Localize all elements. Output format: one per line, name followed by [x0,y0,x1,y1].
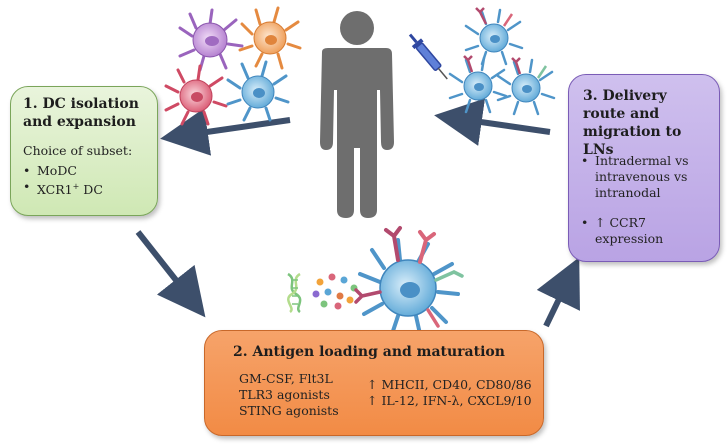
list-item: TLR3 agonists [239,387,330,402]
list-item-text: XCR1 [37,182,73,198]
step-antigen-title: 2. Antigen loading and maturation [233,344,505,360]
arrow-isolation-to-antigen [135,230,206,318]
dendritic-cell-icon-upper-right-1 [464,7,524,66]
superscript: + [72,182,80,191]
list-item: Intradermal vs intravenous vs intranodal [579,153,711,201]
stimuli-list: GM-CSF, Flt3L TLR3 agonists STING agonis… [239,371,351,419]
list-item: ↑ MHCII, CD40, CD80/86 [367,377,532,392]
step-delivery-list: Intradermal vs intravenous vs intranodal… [579,153,711,247]
arrow-delivery-to-person [434,98,551,146]
dendritic-cell-icon-upper-right-2 [448,55,508,114]
list-item: ↑ CCR7 expression [579,215,711,247]
mature-dendritic-cell-icon [354,226,464,336]
list-item: XCR1+ DC [21,179,103,198]
list-item-text: MoDC [37,163,77,178]
step-isolation-list: MoDC XCR1+ DC [21,163,103,198]
list-item: GM-CSF, Flt3L [239,371,333,386]
outcomes-list: ↑ MHCII, CD40, CD80/86 ↑ IL-12, IFN-λ, C… [367,377,541,409]
dna-helix-icon [287,272,302,314]
dendritic-cell-icon-orange [238,6,302,70]
dendritic-cell-icon-upper-right-3 [496,57,556,116]
antigen-particles-icon [312,273,358,310]
arrow-person-to-isolation [160,108,291,156]
step-antigen-box: 2. Antigen loading and maturation GM-CSF… [204,330,544,436]
list-item: STING agonists [239,403,339,418]
arrow-antigen-to-delivery [536,257,580,328]
dendritic-cell-icon-purple [178,8,244,72]
dendritic-cell-icon-red [164,64,228,126]
step-delivery-title: 3. Delivery route and migration to LNs [583,88,682,158]
step-delivery-box: 3. Delivery route and migration to LNs I… [568,74,720,262]
list-item: ↑ IL-12, IFN-λ, CXCL9/10 [367,393,532,408]
dendritic-cell-icon-blue [226,60,290,122]
list-item-text: DC [83,182,103,198]
step-isolation-box: 1. DC isolation and expansion Choice of … [10,86,158,216]
list-item: MoDC [21,163,103,179]
syringe-icon [408,33,448,80]
step-isolation-title: 1. DC isolation and expansion [23,96,139,130]
step-isolation-subtitle: Choice of subset: [23,143,133,158]
person-silhouette-icon [320,11,394,218]
